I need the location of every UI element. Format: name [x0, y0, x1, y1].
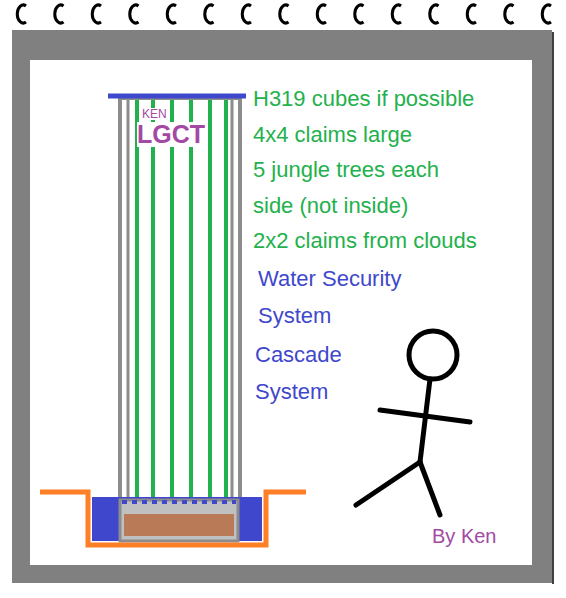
tower-wall [231, 100, 234, 514]
spiral-ring [55, 5, 64, 23]
frame-shadow [552, 32, 554, 584]
spiral-ring [430, 5, 439, 23]
water-dots [122, 500, 236, 504]
tower-author: KEN [142, 108, 167, 120]
spiral-ring [130, 5, 139, 23]
jungle-tree-line [224, 100, 228, 498]
spiral-ring [280, 5, 289, 23]
note-text: 2x2 claims from clouds [253, 223, 543, 259]
tower-node: KEN LGCT [130, 104, 230, 147]
tower-base [120, 500, 238, 541]
pit-outline [40, 492, 306, 545]
page-frame [12, 30, 552, 583]
system-label: Water Security System [258, 260, 438, 334]
spiral-ring [392, 5, 401, 23]
system-label: Cascade System [255, 336, 365, 410]
stick-figure [356, 331, 470, 515]
jungle-tree-line [151, 100, 155, 498]
tower-outline [120, 98, 240, 516]
spiral-ring [542, 5, 551, 23]
spiral-rings [17, 5, 551, 23]
water [92, 497, 262, 541]
jungle-tree-lines [137, 100, 226, 498]
jungle-tree-line [208, 100, 212, 498]
note-text: 5 jungle trees each side (not inside) [253, 152, 485, 224]
jungle-tree-line [170, 100, 174, 498]
spiral-ring [317, 5, 326, 23]
tower-wall [127, 100, 130, 514]
dirt-block [124, 514, 234, 536]
spiral-ring [467, 5, 476, 23]
spiral-ring [242, 5, 251, 23]
signature: By Ken [432, 524, 532, 548]
spiral-ring [167, 5, 176, 23]
spiral-ring [17, 5, 26, 23]
tower-title: LGCT [137, 122, 205, 147]
spiral-ring [92, 5, 101, 23]
spiral-ring [355, 5, 364, 23]
spiral-ring [205, 5, 214, 23]
spiral-ring [505, 5, 514, 23]
note-text: H319 cubes if possible [253, 81, 543, 117]
cloud-cap [108, 94, 246, 99]
jungle-tree-line [189, 100, 193, 498]
jungle-tree-line [135, 100, 139, 498]
note-text: 4x4 claims large [253, 117, 543, 153]
